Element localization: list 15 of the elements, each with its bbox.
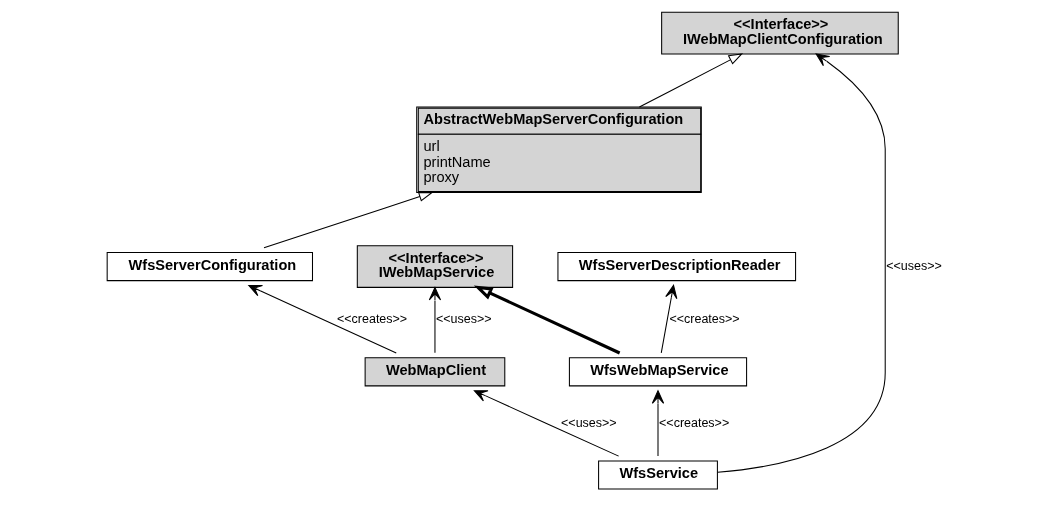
arrow: [428, 286, 442, 354]
arrow: [248, 284, 397, 354]
arrow: [638, 53, 744, 108]
edge-label: <<creates>>: [336, 312, 408, 327]
arrow: [473, 285, 621, 355]
edge-label: <<uses>>: [561, 415, 617, 430]
edge-label: <<creates>>: [659, 415, 730, 430]
edge-label: <<uses>>: [435, 312, 492, 327]
arrow: [651, 390, 665, 457]
arrow: [263, 191, 434, 249]
edge-label: <<uses>>: [886, 258, 942, 273]
arrow: [660, 284, 678, 354]
arrow: [717, 53, 886, 473]
arrow: [473, 390, 620, 457]
edge-label: <<creates>>: [669, 312, 740, 327]
